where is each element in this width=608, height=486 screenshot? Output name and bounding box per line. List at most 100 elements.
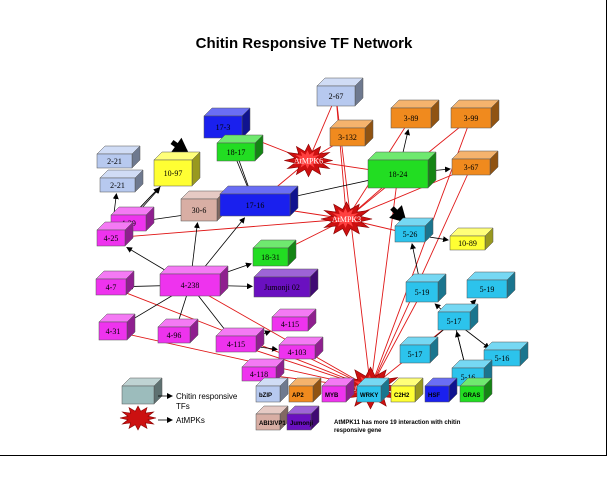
tf-node-label: 5-19: [415, 288, 430, 297]
kinase-interaction-edge: [189, 284, 371, 389]
legend-family-bZIP: bZIP: [255, 377, 289, 403]
legend-family-ABI3/VP1: ABI3/VP1: [255, 405, 289, 431]
tf-node-10-97: 10-97: [153, 151, 201, 187]
tf-node-4-31: 4-31: [98, 313, 136, 341]
tf-node-2-67: 2-67: [316, 77, 364, 107]
tf-node-4-25: 4-25: [96, 221, 134, 247]
tf-node-2-21: 2-21: [99, 169, 144, 193]
kinase-interaction-edge: [308, 95, 337, 161]
legend-tf-label-line2: TFs: [176, 402, 190, 411]
tf-node-3-132: 3-132: [329, 119, 374, 147]
tf-node-4-115: 4-115: [271, 308, 317, 332]
tf-node-label: 4-118: [250, 370, 268, 379]
legend-family-label: bZIP: [259, 393, 272, 399]
kinase-label: AtMPK3: [332, 215, 361, 224]
tf-node-label: 3-67: [464, 163, 479, 172]
tf-node-18-24: 18-24: [367, 151, 437, 189]
tf-node-5-26: 5-26: [394, 217, 434, 243]
tf-node-label: 4-25: [104, 234, 119, 243]
tf-node-label: 5-16: [461, 373, 476, 382]
tf-node-3-99: 3-99: [450, 99, 500, 129]
tf-node-label: 30-6: [192, 206, 207, 215]
bold-arrow-to-30-6-head: [171, 137, 190, 155]
legend-family-label: C2H2: [394, 393, 410, 399]
tf-node-4-103: 4-103: [278, 336, 324, 360]
kinase-label: AtMPK6: [294, 157, 323, 166]
tf-node-4-238: 4-238: [159, 265, 229, 297]
kinase-AtMPK6: AtMPK6: [284, 143, 333, 178]
tf-node-label: 4-115: [281, 320, 299, 329]
tf-node-label: Jumonji 02: [264, 283, 300, 292]
tf-node-18-31: 18-31: [252, 239, 297, 267]
kinase-interaction-edge: [370, 173, 399, 389]
kinase-interaction-edge: [110, 218, 347, 239]
legend-family-MYB: MYB: [321, 377, 355, 403]
legend-family-WRKY: WRKY: [356, 377, 390, 403]
tf-node-5-19: 5-19: [466, 271, 516, 299]
tf-node-5-16: 5-16: [451, 359, 493, 387]
legend-family-label: ABI3/VP1: [259, 421, 286, 427]
tf-node-3-67: 3-67: [451, 150, 499, 176]
slide-frame: [0, 0, 607, 456]
kinase-AtMPK3: AtMPK3: [320, 201, 373, 237]
tf-node-label: 4-115: [227, 340, 245, 349]
tf-node-Jumonji 02: Jumonji 02: [253, 268, 319, 298]
tf-node-label: 4-31: [106, 327, 121, 336]
tf-node-10-89: 10-89: [449, 227, 494, 251]
tf-node-label: 2-67: [329, 92, 344, 101]
diagram-title: Chitin Responsive TF Network: [195, 35, 413, 52]
tf-node-5-17: 5-17: [437, 303, 479, 331]
tf-node-label: 4-7: [106, 283, 117, 292]
tf-node-30-6: 30-6: [180, 190, 226, 222]
tf-node-label: 17-3: [216, 123, 231, 132]
tf-node-18-17: 18-17: [216, 134, 264, 162]
tf-node-label: 10-89: [458, 239, 477, 248]
legend-tf-cube-icon: [121, 377, 163, 405]
kinase-star-highlight: [330, 208, 361, 228]
tf-node-label: 18-31: [261, 253, 280, 262]
tf-node-2-21: 2-21: [96, 145, 141, 169]
legend-family-label: HSF: [428, 393, 440, 399]
legend-kinase-star-icon: [119, 405, 157, 431]
tf-node-label: 5-19: [480, 285, 495, 294]
legend-tf-label-line1: Chitin responsive: [176, 392, 238, 401]
tf-node-5-16: 5-16: [483, 341, 529, 367]
kinase-interaction-edge: [370, 291, 423, 389]
legend-family-GRAS: GRAS: [459, 377, 493, 403]
tf-node-4-115: 4-115: [215, 327, 265, 353]
tf-node-label: 3-89: [404, 114, 419, 123]
legend-note-line1: AtMPK11 has more 19 interaction with chi…: [334, 420, 461, 426]
tf-node-label: 5-17: [447, 317, 462, 326]
tf-node-label: 18-24: [389, 170, 408, 179]
legend-family-label: Jumonji: [290, 421, 313, 427]
legend-family-HSF: HSF: [424, 377, 458, 403]
tf-node-label: 5-16: [495, 354, 510, 363]
legend-family-label: AP2: [292, 393, 304, 399]
tf-node-label: 4-103: [288, 348, 307, 357]
tf-node-17-3: 17-3: [203, 107, 251, 139]
tf-node-4-96: 4-96: [157, 318, 199, 344]
kinase-interaction-edge: [112, 330, 371, 389]
tf-node-3-89: 3-89: [390, 99, 440, 129]
tf-node-5-17: 5-17: [399, 336, 439, 364]
tf-node-label: 3-99: [464, 114, 479, 123]
legend-note-line2: responsive gene: [334, 428, 382, 434]
tf-node-label: 5-17: [408, 350, 423, 359]
kinase-interaction-edge: [335, 95, 347, 220]
legend-family-label: GRAS: [463, 393, 480, 399]
kinase-star-highlight: [293, 150, 322, 169]
tf-node-17-16: 17-16: [219, 185, 299, 217]
tf-node-label: 5-26: [403, 230, 418, 239]
legend-family-C2H2: C2H2: [390, 377, 424, 403]
tf-node-5-19: 5-19: [405, 273, 447, 303]
tf-node-label: 2-21: [107, 157, 122, 166]
tf-node-label: 3-132: [338, 133, 357, 142]
legend-kinase-label: AtMPKs: [176, 416, 205, 425]
legend-family-label: WRKY: [360, 393, 378, 399]
tf-node-label: 4-96: [167, 331, 182, 340]
tf-node-label: 2-21: [110, 181, 125, 190]
tf-node-4-7: 4-7: [95, 270, 135, 296]
tf-node-label: 4-238: [181, 281, 200, 290]
tf-node-label: 17-16: [246, 201, 265, 210]
